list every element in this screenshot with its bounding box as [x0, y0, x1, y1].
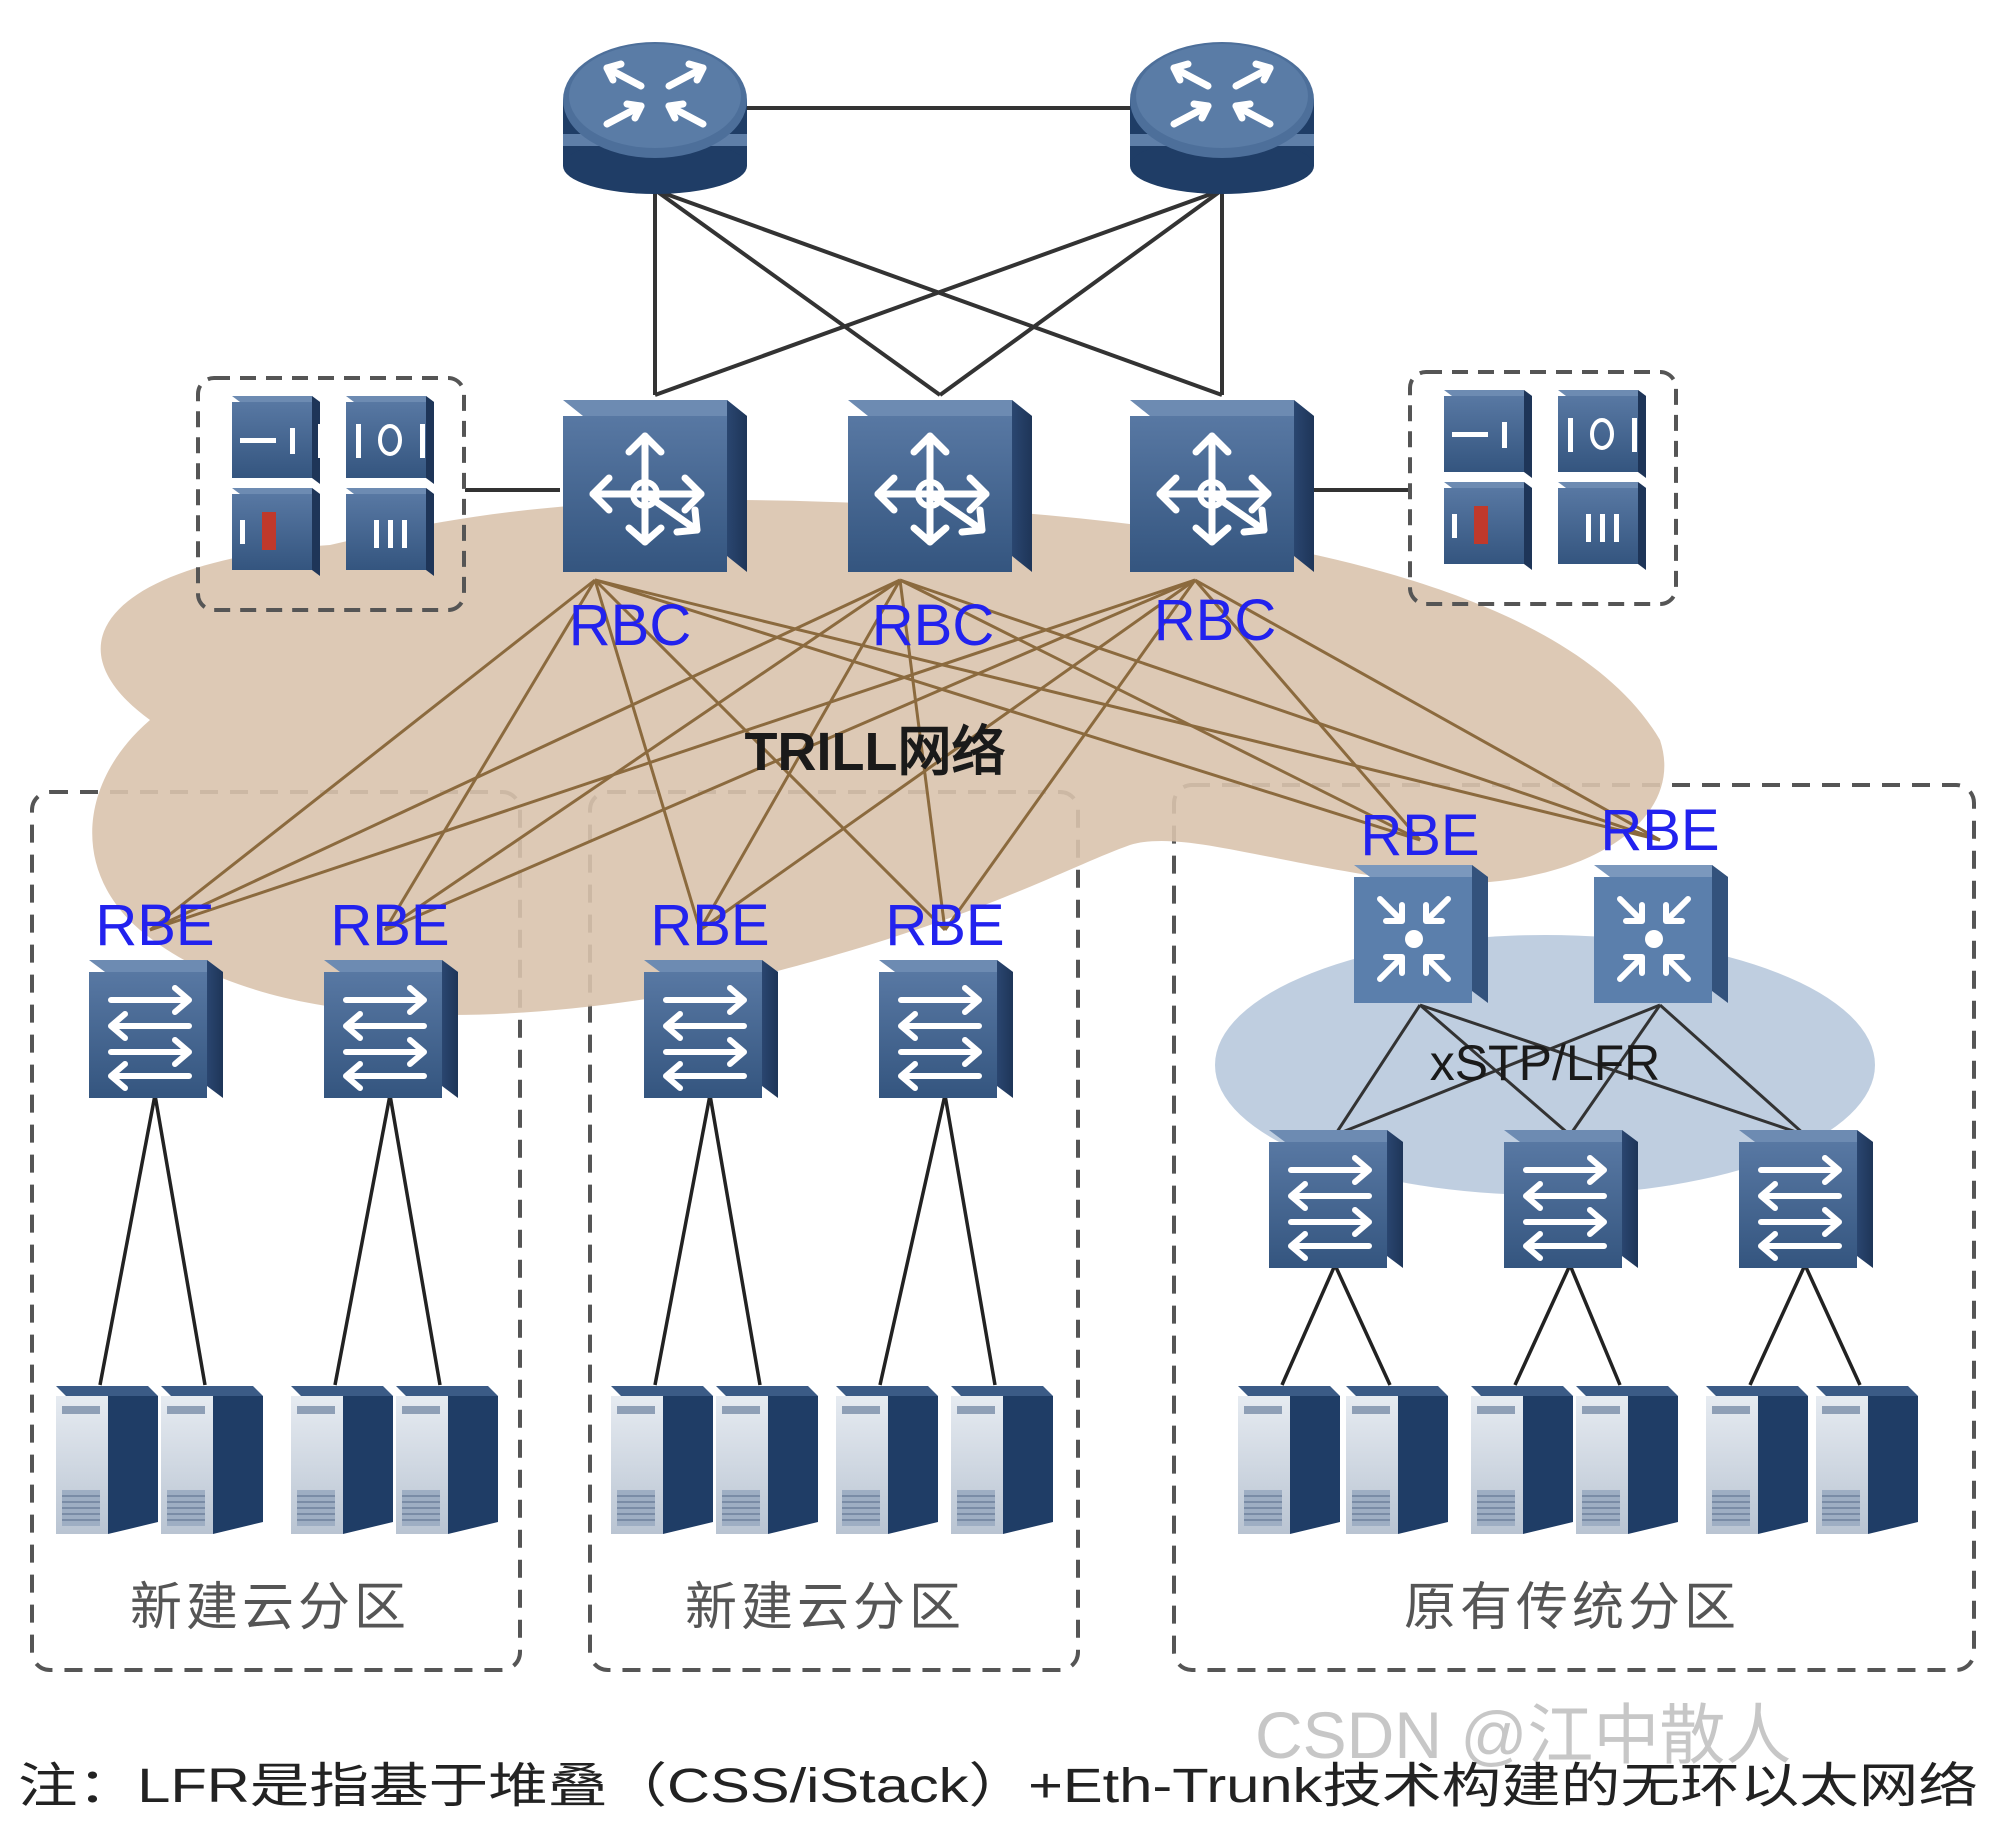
server-icon — [395, 1385, 499, 1535]
zone-label-left: 新建云分区 — [130, 1578, 410, 1638]
aggregation-switch-icon — [1594, 865, 1728, 1003]
rbe-switch-icon — [879, 960, 1013, 1098]
rbe-label: RBE — [885, 893, 1004, 958]
rbc-switch-icon — [848, 400, 1032, 572]
server-icon — [950, 1385, 1054, 1535]
xstp-lfr-label: xSTP/LFR — [1430, 1035, 1661, 1091]
rbe-label: RBE — [1600, 798, 1719, 863]
zone-frame-right — [1172, 783, 1976, 1672]
trill-network-label: TRILL网络 — [745, 721, 1006, 782]
service-cluster-left — [196, 376, 466, 612]
router-icon — [563, 42, 747, 194]
server-icon — [1705, 1385, 1809, 1535]
zone-label-right: 原有传统分区 — [1404, 1578, 1740, 1638]
server-icon — [1345, 1385, 1449, 1535]
server-icon — [1815, 1385, 1919, 1535]
rbe-switch-icon — [89, 960, 223, 1098]
service-cluster-right — [1408, 370, 1678, 606]
rbe-label: RBE — [650, 893, 769, 958]
rbc-switch-icon — [1130, 400, 1314, 572]
server-icon — [835, 1385, 939, 1535]
rbc-switch-icon — [563, 400, 747, 572]
rbe-label: RBE — [95, 893, 214, 958]
server-icon — [1470, 1385, 1574, 1535]
core-links — [465, 106, 1410, 492]
server-icon — [610, 1385, 714, 1535]
trill-links — [149, 578, 1661, 932]
aggregation-switch-icon — [1354, 865, 1488, 1003]
server-links — [98, 1094, 1862, 1386]
server-icon — [160, 1385, 264, 1535]
zone-label-middle: 新建云分区 — [685, 1578, 965, 1638]
access-switch-icon — [1739, 1130, 1873, 1268]
rbc-label: RBC — [569, 593, 691, 658]
access-switch-icon — [1504, 1130, 1638, 1268]
rbe-label: RBE — [330, 893, 449, 958]
rbc-label: RBC — [872, 593, 994, 658]
server-icon — [55, 1385, 159, 1535]
server-icon — [290, 1385, 394, 1535]
rbe-label: RBE — [1360, 803, 1479, 868]
server-icon — [1575, 1385, 1679, 1535]
legacy-links — [1333, 1003, 1807, 1137]
server-icon — [715, 1385, 819, 1535]
footnote: 注：LFR是指基于堆叠（CSS/iStack）+Eth-Trunk技术构建的无环… — [18, 1760, 1978, 1813]
server-icon — [1237, 1385, 1341, 1535]
watermark: CSDN @江中散人 — [1255, 1698, 1791, 1772]
router-icon — [1130, 42, 1314, 194]
access-switch-icon — [1269, 1130, 1403, 1268]
rbe-switch-icon — [644, 960, 778, 1098]
rbe-switch-icon — [324, 960, 458, 1098]
rbc-label: RBC — [1154, 588, 1276, 653]
